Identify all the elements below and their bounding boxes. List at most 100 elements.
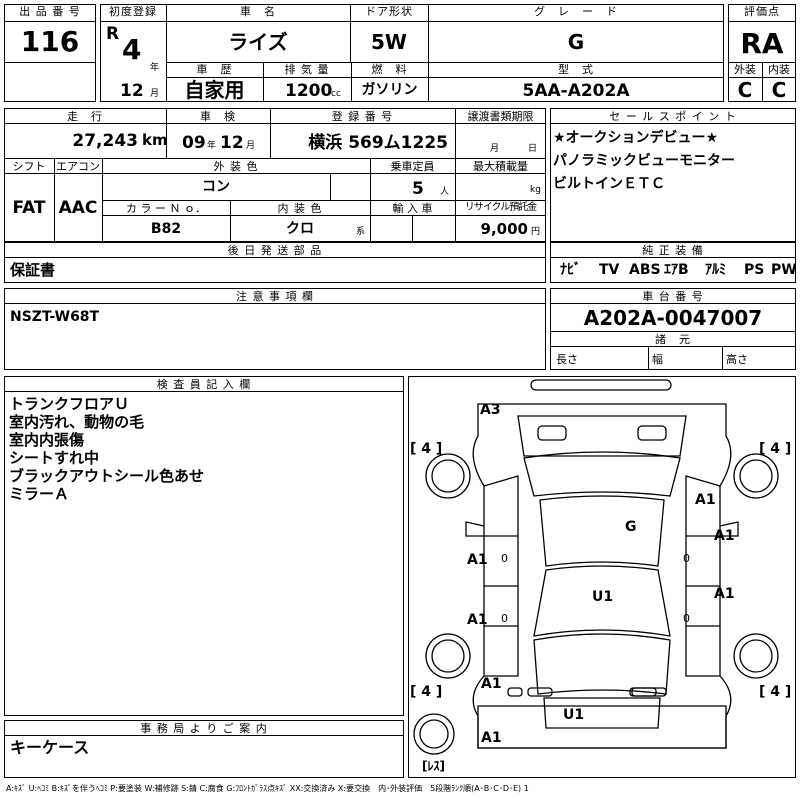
kg-unit: kg xyxy=(530,185,541,195)
diagram-a1-right-mid: A1 xyxy=(714,528,735,544)
car-diagram xyxy=(413,379,779,755)
sales-point-3: ビルトインＥＴＣ xyxy=(553,176,665,192)
inspection-label: 車 検 xyxy=(200,110,236,123)
shipping-parts-value: 保証書 xyxy=(10,261,56,279)
inspection-year: 09 xyxy=(182,133,206,153)
equipment-abs: ABS xyxy=(629,262,661,278)
sales-point-2: パノラミックビューモニター xyxy=(553,153,735,169)
equipment-ps: PS xyxy=(744,262,765,278)
month-unit: 月 xyxy=(150,89,160,99)
sales-point-1: ★オークションデビュー★ xyxy=(553,130,719,146)
legend: A:ｷｽﾞ U:ﾍｺﾐ B:ｷｽﾞを伴うﾍｺﾐ P:要塗装 W:補修跡 S:錆 … xyxy=(6,784,529,793)
exterior-label: 外装 xyxy=(734,63,756,76)
diagram-a1-right-lower: A1 xyxy=(714,586,735,602)
width-label: 幅 xyxy=(652,353,663,366)
registration-number-value: 横浜 569ム1225 xyxy=(308,133,448,153)
exterior-color-value: コン xyxy=(202,179,230,195)
fuel-label: 燃 料 xyxy=(371,63,408,76)
inspection-month: 12 xyxy=(220,133,244,153)
tire-rear-left: [ 4 ] xyxy=(410,684,443,700)
chassis-box xyxy=(550,288,796,370)
recycle-label: リサイクル預託金 xyxy=(464,202,538,213)
era-letter: R xyxy=(106,24,120,44)
displacement-value: 1200 xyxy=(285,81,333,101)
office-info-label: 事 務 局 よ り ご 案 内 xyxy=(140,722,268,735)
small-mark-right-lower: 0 xyxy=(683,612,690,625)
km-unit: km xyxy=(142,131,168,149)
lot-number-label: 出 品 番 号 xyxy=(19,5,81,18)
diagram-a1-bottom-left: A1 xyxy=(481,676,502,692)
diagram-a3: A3 xyxy=(480,402,501,418)
inspector-line-3: 室内内張傷 xyxy=(9,431,85,449)
small-mark-left-upper: 0 xyxy=(501,552,508,565)
history-value: 自家用 xyxy=(184,78,245,102)
diagram-u1-center: U1 xyxy=(592,589,614,605)
spare-tire-label: [ﾚｽ] xyxy=(422,759,445,773)
chassis-label: 車 台 番 号 xyxy=(642,290,704,303)
yen-unit: 円 xyxy=(531,227,541,237)
interior-score: C xyxy=(771,78,787,102)
car-name-value: ライズ xyxy=(228,30,288,54)
cc-unit: cc xyxy=(331,89,341,99)
model-label: 型 式 xyxy=(558,63,594,76)
mileage-label: 走 行 xyxy=(67,110,103,123)
transfer-day-unit: 日 xyxy=(528,144,538,154)
length-label: 長さ xyxy=(556,353,578,366)
tire-front-left: [ 4 ] xyxy=(410,441,443,457)
car-name-label: 車 名 xyxy=(240,5,276,18)
color-number-value: B82 xyxy=(150,221,182,237)
mileage-value: 27,243 xyxy=(72,131,138,151)
inspector-line-5: ブラックアウトシール色あせ xyxy=(9,467,205,485)
lot-number-box xyxy=(4,4,96,102)
genuine-equipment-label: 純 正 装 備 xyxy=(642,244,704,257)
vehicle-info-box xyxy=(100,4,724,102)
inspector-notes-box xyxy=(4,376,404,716)
details-box xyxy=(4,108,546,242)
registration-month: 12 xyxy=(120,81,144,101)
interior-color-label: 内 装 色 xyxy=(277,202,323,215)
fuel-value: ガソリン xyxy=(361,82,418,98)
aircon-label: エアコン xyxy=(56,160,100,173)
aircon-value: AAC xyxy=(58,198,98,218)
notes-label: 注 意 事 項 欄 xyxy=(236,290,314,303)
shipping-parts-box xyxy=(4,242,546,283)
grade-value: G xyxy=(567,30,585,54)
inspector-line-4: シートすれ中 xyxy=(9,449,100,467)
inspector-line-1: トランクフロアＵ xyxy=(9,395,130,413)
notes-box xyxy=(4,288,546,370)
model-value: 5AA-A202A xyxy=(522,81,630,101)
car-diagram-box xyxy=(408,376,796,778)
diagram-a1-left-lower: A1 xyxy=(467,612,488,628)
registration-year: 4 xyxy=(122,33,142,66)
inspector-line-2: 室内汚れ、動物の毛 xyxy=(9,413,145,431)
small-mark-left-lower: 0 xyxy=(501,612,508,625)
shift-label: シフト xyxy=(12,160,46,173)
score-value: RA xyxy=(740,27,784,60)
sales-points-box xyxy=(550,108,796,242)
door-value: 5W xyxy=(371,30,407,54)
grade-label: グ レ ー ド xyxy=(534,5,618,18)
lot-number-value: 116 xyxy=(20,25,80,58)
diagram-a1-left-upper: A1 xyxy=(467,552,488,568)
first-registration-label: 初度登録 xyxy=(109,5,157,18)
height-label: 高さ xyxy=(726,353,748,366)
max-load-label: 最大積載量 xyxy=(473,160,528,173)
score-label: 評価点 xyxy=(744,5,780,18)
transfer-docs-label: 譲渡書類期限 xyxy=(467,110,534,123)
tire-rear-right: [ 4 ] xyxy=(759,684,792,700)
office-info-box xyxy=(4,720,404,778)
diagram-u1-bottom: U1 xyxy=(563,707,585,723)
year-unit: 年 xyxy=(150,63,160,73)
displacement-label: 排 気 量 xyxy=(284,63,330,76)
interior-label: 内装 xyxy=(768,63,790,76)
shift-value: FAT xyxy=(12,198,46,218)
diagram-a1-right-upper: A1 xyxy=(695,492,716,508)
diagram-a1-bottom-corner: A1 xyxy=(481,730,502,746)
specs-label: 諸 元 xyxy=(655,333,691,346)
genuine-equipment-box xyxy=(550,242,796,283)
equipment-airbag: ｴｱB xyxy=(664,262,689,278)
small-mark-right-upper: 0 xyxy=(683,552,690,565)
tire-front-right: [ 4 ] xyxy=(759,441,792,457)
notes-value: NSZT-W68T xyxy=(10,309,100,325)
exterior-color-label: 外 装 色 xyxy=(213,160,259,173)
